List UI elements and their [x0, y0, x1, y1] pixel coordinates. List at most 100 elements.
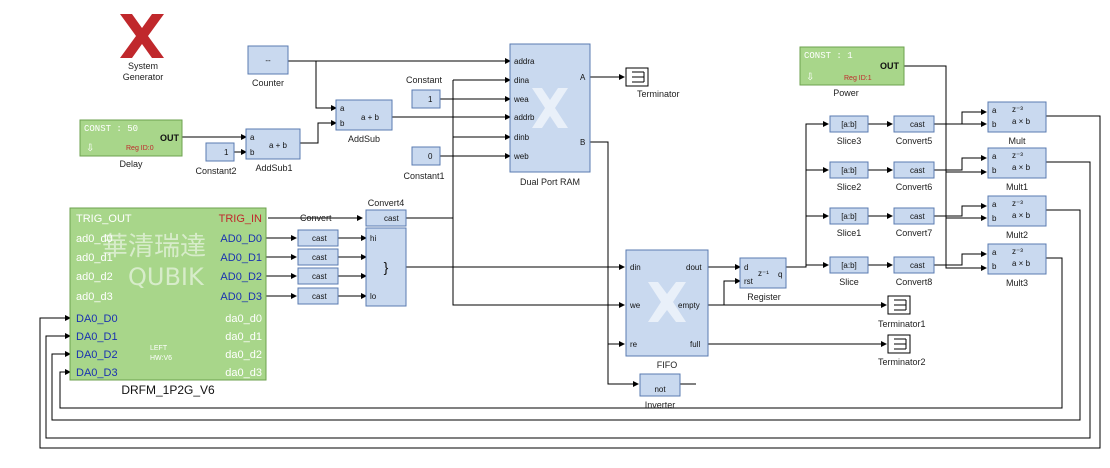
fifo-port-din: din: [630, 263, 641, 272]
dual-port-ram-block[interactable]: addra dina wea addrb dinb web A B Dual P…: [509, 43, 591, 187]
fifo-port-empty: empty: [678, 301, 700, 310]
drfm-watermark-en: QUBIK: [128, 263, 205, 291]
dpram-port-addra: addra: [514, 57, 535, 66]
drfm-left-da0-d2: DA0_D2: [76, 349, 118, 361]
drfm-right-ad0-d3: AD0_D3: [220, 291, 262, 303]
register-port-d: d: [744, 263, 748, 272]
drfm-right-da0-d3: da0_d3: [225, 367, 262, 379]
convert5-block[interactable]: cast Convert5: [893, 115, 935, 146]
counter-label: Counter: [252, 78, 284, 88]
slice-inner: [a:b]: [841, 261, 857, 270]
dpram-port-wea: wea: [513, 95, 529, 104]
wires: [39, 58, 1101, 449]
cast-label: cast: [312, 292, 327, 301]
mult-z: z⁻³: [1012, 105, 1023, 114]
dpram-port-b: B: [580, 138, 585, 147]
drfm-left-ad0-d1: ad0_d1: [76, 252, 113, 264]
inverter-block[interactable]: not Inverter: [639, 373, 681, 410]
counter-inner: --: [265, 56, 271, 65]
constant1-block[interactable]: 0 Constant1: [403, 146, 445, 181]
convert7-label: Convert7: [896, 228, 933, 238]
terminator1-label: Terminator1: [878, 319, 926, 329]
constant-block[interactable]: 1 Constant: [406, 75, 443, 109]
cast-label: cast: [312, 234, 327, 243]
mult3-port-a: a: [992, 248, 997, 257]
mult3-port-b: b: [992, 262, 997, 271]
cast-label: cast: [910, 166, 925, 175]
drfm-left-ad0-d2: ad0_d2: [76, 271, 113, 283]
cast-label: cast: [910, 261, 925, 270]
delay-const: CONST : 50: [84, 124, 138, 134]
delay-block[interactable]: CONST : 50 OUT Reg ID:0 ⇩ Delay: [79, 119, 183, 169]
constant2-label: Constant2: [195, 166, 236, 176]
concat-block[interactable]: hi lo }: [365, 227, 407, 307]
mult2-z: z⁻³: [1012, 199, 1023, 208]
constant2-block[interactable]: 1 Constant2: [195, 142, 237, 176]
addsub-block[interactable]: a b a + b AddSub: [335, 99, 393, 144]
mult2-port-b: b: [992, 214, 997, 223]
logo-line1: System: [128, 61, 158, 71]
constant-value: 1: [428, 95, 433, 104]
drfm-left-ad0-d0: ad0_d0: [76, 233, 113, 245]
convert4-cast: cast: [384, 214, 399, 223]
convert8-block[interactable]: cast Convert8: [893, 256, 935, 287]
mult-op: a × b: [1012, 117, 1031, 126]
drfm-left-da0-d3: DA0_D3: [76, 367, 118, 379]
mult1-block[interactable]: a b z⁻³ a × b Mult1: [987, 147, 1047, 192]
terminator2-block[interactable]: Terminator2: [878, 334, 926, 367]
slice-block[interactable]: [a:b] Slice: [829, 256, 869, 287]
drfm-label: DRFM_1P2G_V6: [121, 383, 215, 397]
slice3-block[interactable]: [a:b] Slice3: [829, 115, 869, 146]
cast-label: cast: [910, 212, 925, 221]
cast-block-2[interactable]: cast: [297, 267, 339, 285]
mult2-block[interactable]: a b z⁻³ a × b Mult2: [987, 195, 1047, 240]
drfm-left-da0-d1: DA0_D1: [76, 331, 118, 343]
terminator2-label: Terminator2: [878, 357, 926, 367]
addsub-port-a: a: [340, 104, 345, 113]
drfm-left-ad0-d3: ad0_d3: [76, 291, 113, 303]
cast-label: cast: [910, 120, 925, 129]
addsub1-port-a: a: [250, 133, 255, 142]
fifo-block[interactable]: din we re dout empty full FIFO: [625, 249, 709, 370]
fifo-port-re: re: [630, 340, 638, 349]
terminator-block[interactable]: Terminator: [625, 67, 680, 99]
slice2-block[interactable]: [a:b] Slice2: [829, 161, 869, 192]
constant-label: Constant: [406, 75, 443, 85]
mult2-op: a × b: [1012, 211, 1031, 220]
drfm-right-da0-d0: da0_d0: [225, 313, 262, 325]
addsub1-block[interactable]: a b a + b AddSub1: [245, 128, 301, 173]
mult3-z: z⁻³: [1012, 247, 1023, 256]
down-arrow-icon: ⇩: [806, 72, 814, 83]
drfm-side1: LEFT: [150, 345, 168, 352]
convert6-block[interactable]: cast Convert6: [893, 161, 935, 192]
drfm-block[interactable]: 華清瑞達 QUBIK LEFT HW:V6 TRIG_OUT ad0_d0 ad…: [69, 207, 267, 397]
register-z: z⁻¹: [758, 269, 769, 278]
convert4-label: Convert4: [368, 198, 405, 208]
drfm-watermark-cn: 華清瑞達: [102, 232, 206, 262]
cast-block-3[interactable]: cast: [297, 287, 339, 305]
power-block[interactable]: CONST : 1 OUT Reg ID:1 ⇩ Power: [799, 46, 905, 98]
drfm-right-ad0-d2: AD0_D2: [220, 271, 262, 283]
terminator1-block[interactable]: Terminator1: [878, 295, 926, 329]
convert7-block[interactable]: cast Convert7: [893, 207, 935, 238]
fifo-port-dout: dout: [686, 263, 702, 272]
dpram-label: Dual Port RAM: [520, 177, 580, 187]
cast-block-0[interactable]: cast: [297, 229, 339, 247]
concat-port-hi: hi: [370, 234, 376, 243]
mult2-port-a: a: [992, 200, 997, 209]
mult-block[interactable]: a b z⁻³ a × b Mult: [987, 101, 1047, 146]
register-block[interactable]: d rst q z⁻¹ Register: [739, 257, 787, 302]
addsub-label: AddSub: [348, 134, 380, 144]
cast-block-1[interactable]: cast: [297, 248, 339, 266]
mult1-op: a × b: [1012, 163, 1031, 172]
fifo-port-we: we: [629, 301, 641, 310]
slice1-block[interactable]: [a:b] Slice1: [829, 207, 869, 238]
convert4-block[interactable]: cast Convert4: [365, 198, 407, 227]
mult3-block[interactable]: a b z⁻³ a × b Mult3: [987, 243, 1047, 288]
delay-label: Delay: [119, 159, 143, 169]
concat-port-lo: lo: [370, 292, 377, 301]
counter-block[interactable]: -- Counter: [247, 45, 289, 88]
fifo-label: FIFO: [657, 360, 678, 370]
mult1-port-b: b: [992, 166, 997, 175]
addsub1-port-b: b: [250, 148, 255, 157]
